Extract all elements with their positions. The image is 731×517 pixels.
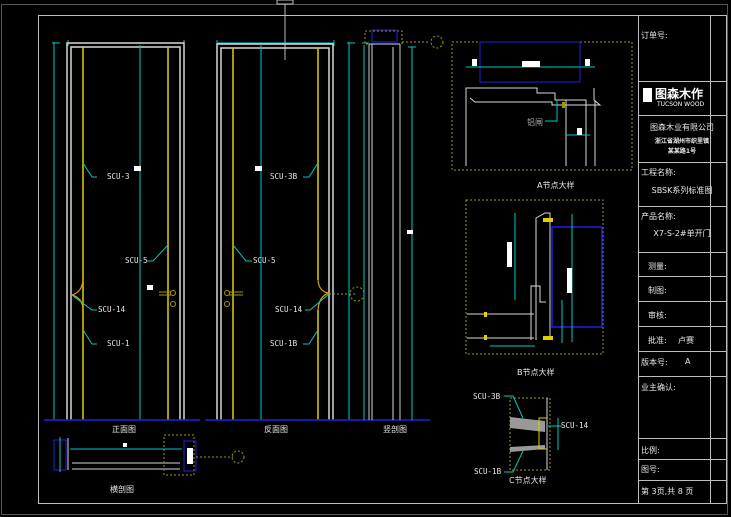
caption-detail-c: C节点大样	[509, 476, 547, 485]
tag-front-scu1: SCU-1	[107, 339, 130, 348]
tb-company: 图森木业有限公司 浙江省湖州市织里镇 某某路1号	[638, 116, 726, 163]
tag-back-scu5: SCU-5	[253, 256, 276, 265]
tb-measure: 测量:	[638, 253, 726, 277]
tb-drawing-no: 图号:	[638, 460, 726, 481]
product-label: 产品名称:	[641, 212, 676, 221]
review-label: 审核:	[648, 311, 667, 320]
tb-page: 第 3页,共 8 页	[638, 481, 726, 503]
company-address-1: 浙江省湖州市织里镇	[654, 138, 709, 145]
tb-draw: 制图:	[638, 277, 726, 302]
caption-detail-b: B节点大样	[517, 368, 555, 377]
tb-review: 审核:	[638, 302, 726, 327]
scale-label: 比例:	[641, 446, 660, 455]
measure-label: 测量:	[648, 262, 667, 271]
caption-front-view: 正面图	[112, 425, 136, 434]
tb-approve: 批准: 卢赛	[638, 327, 726, 352]
product-value: X7-S-2#单开门	[653, 229, 711, 238]
tag-c-scu1b: SCU-1B	[474, 467, 502, 476]
logo-mark-icon	[643, 88, 652, 102]
center-mark	[276, 0, 294, 5]
tag-back-scu1b: SCU-1B	[270, 339, 298, 348]
vertical-section-view	[362, 29, 444, 420]
caption-horizontal-section: 横剖图	[110, 485, 134, 494]
approve-label: 批准:	[648, 336, 667, 345]
version-value: A	[685, 357, 691, 366]
company-logo: 图森木作 TUCSON WOOD	[638, 82, 726, 116]
logo-cn: 图森木作	[655, 87, 704, 101]
drawing-no-label: 图号:	[641, 465, 660, 474]
outer-frame	[1, 4, 728, 515]
approve-value: 卢赛	[678, 336, 694, 345]
back-door-view	[205, 40, 430, 421]
detail-a-note: 铝闸	[527, 118, 543, 127]
tag-c-scu3b: SCU-3B	[473, 392, 501, 401]
detail-b	[465, 199, 604, 355]
tag-front-scu14: SCU-14	[98, 305, 126, 314]
tag-front-scu5: SCU-5	[125, 256, 148, 265]
horizontal-section-view	[53, 434, 245, 476]
owner-label: 业主确认:	[641, 383, 676, 392]
detail-a	[451, 41, 633, 171]
tag-front-scu3: SCU-3	[107, 172, 130, 181]
project-label: 工程名称:	[641, 168, 676, 177]
tag-back-scu14: SCU-14	[275, 305, 303, 314]
caption-vertical-section: 竖剖图	[383, 425, 407, 434]
detail-c	[504, 395, 562, 473]
tag-c-scu14: SCU-14	[561, 421, 589, 430]
caption-back-view: 反面图	[264, 425, 288, 434]
project-value: SBSK系列标准图	[651, 186, 713, 195]
order-no-label: 订单号:	[641, 31, 668, 40]
tb-product: 产品名称: X7-S-2#单开门	[638, 207, 726, 253]
tb-order-no: 订单号:	[638, 16, 726, 82]
tag-back-scu3b: SCU-3B	[270, 172, 298, 181]
logo-en: TUCSON WOOD	[657, 101, 705, 108]
drawing-border	[38, 15, 727, 504]
version-label: 版本号:	[641, 358, 668, 367]
tb-owner: 业主确认:	[638, 377, 726, 439]
caption-detail-a: A节点大样	[537, 181, 575, 190]
company-address-2: 某某路1号	[667, 148, 697, 155]
company-name: 图森木业有限公司	[650, 123, 714, 132]
tb-project: 工程名称: SBSK系列标准图	[638, 163, 726, 207]
tb-version: 版本号: A	[638, 352, 726, 377]
front-door-view	[44, 40, 200, 421]
page-indicator: 第 3页,共 8 页	[641, 487, 694, 496]
tb-scale: 比例:	[638, 439, 726, 460]
draw-label: 制图:	[648, 286, 667, 295]
